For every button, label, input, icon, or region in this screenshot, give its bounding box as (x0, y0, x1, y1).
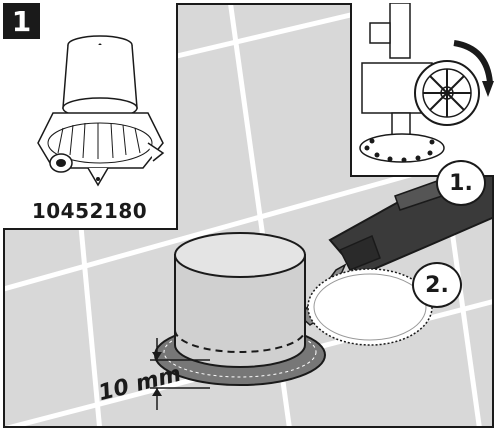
valve-illustration (359, 3, 494, 163)
product-inset: 10452180 (3, 3, 178, 230)
dimension-marker (150, 338, 210, 410)
part-number: 10452180 (31, 199, 148, 223)
substep-1-marker: 1. (436, 160, 486, 206)
substep-2-marker: 2. (412, 262, 462, 308)
step-number-badge: 1 (3, 3, 40, 39)
drain-product-illustration (37, 35, 165, 187)
drain-body (154, 232, 326, 386)
valve-inset (350, 3, 494, 177)
